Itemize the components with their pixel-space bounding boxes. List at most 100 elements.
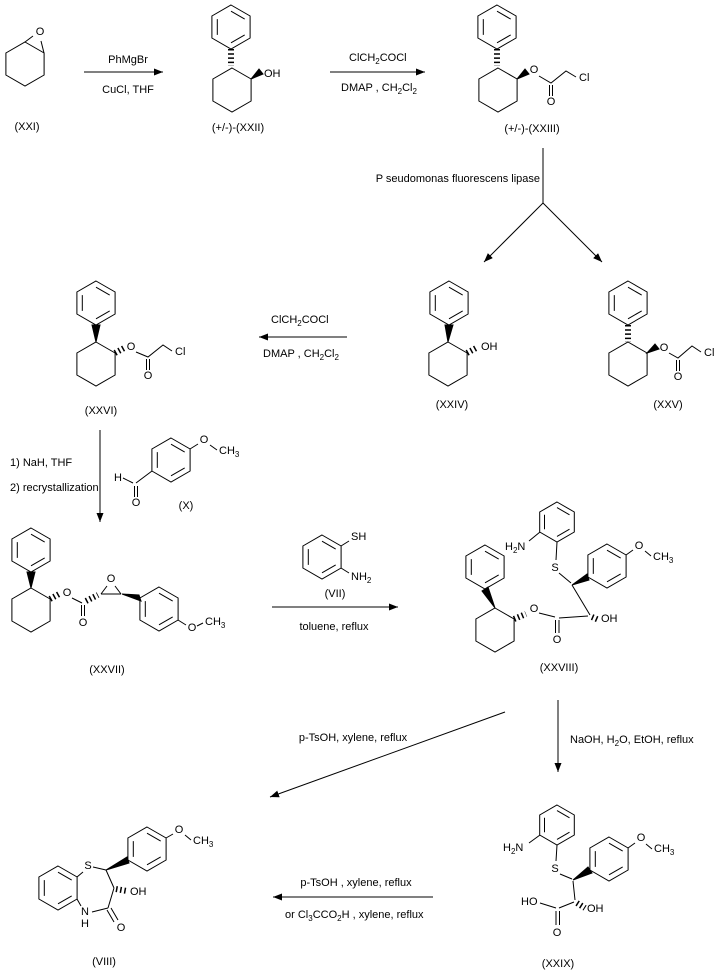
structure-xxv: O O Cl (XXV) xyxy=(608,280,714,411)
compound-label-vii: (VII) xyxy=(325,588,346,600)
arrow-cyclization-direct: p-TsOH, xylene, reflux xyxy=(269,711,506,798)
hashed-bond xyxy=(48,590,63,602)
atom-ho: HO xyxy=(521,896,538,908)
atom-o: O xyxy=(63,587,72,599)
aromatic-inner-bonds xyxy=(592,549,621,583)
aromatic-inner-bonds xyxy=(544,810,570,840)
arrow-line-right xyxy=(542,202,603,263)
bonds xyxy=(538,70,577,96)
arrow-hydrolysis: NaOH, H2O, EtOH, reflux xyxy=(554,700,694,772)
atom-ch3: CH3 xyxy=(219,445,240,459)
arrow-acylation-2: ClCH2COCl DMAP , CH2Cl2 xyxy=(259,314,347,362)
aromatic-inner-bonds xyxy=(482,10,511,44)
reagent-nah-2: 2) recrystallization xyxy=(10,482,99,494)
aromatic-inner-bonds xyxy=(81,286,110,320)
atom-o: O xyxy=(635,540,644,552)
bonds xyxy=(122,443,218,497)
bonds xyxy=(76,833,192,923)
atom-o: O xyxy=(36,26,45,38)
atom-o: O xyxy=(530,603,539,615)
aromatic-inner-bonds xyxy=(16,533,45,567)
atom-o: O xyxy=(674,371,683,383)
bonds xyxy=(528,531,652,633)
hashed-bond xyxy=(575,900,587,911)
atom-s: S xyxy=(551,562,558,574)
atom-o: O xyxy=(188,622,197,634)
wedge-bond xyxy=(250,68,264,80)
compound-label-xxv: (XXV) xyxy=(653,399,682,411)
reagent-grignard: PhMgBr xyxy=(108,54,148,66)
atom-cl: Cl xyxy=(579,72,589,84)
atom-o: O xyxy=(530,64,539,76)
structure-viii: S N H O OH O CH3 (VIII) xyxy=(38,824,214,968)
atom-ch3: CH3 xyxy=(205,616,226,630)
compound-label-xxii: (+/-)-(XXII) xyxy=(212,122,264,134)
atom-h2n: H2N xyxy=(505,541,525,555)
ring xyxy=(76,341,116,387)
structure-xxi: O (XXI) xyxy=(5,26,45,133)
atom-oh: OH xyxy=(601,613,618,625)
reagent-acyl: ClCH2COCl xyxy=(271,314,329,328)
aromatic-inner-bonds xyxy=(613,286,642,320)
hashed-bond xyxy=(115,886,128,894)
arrow-line-left xyxy=(483,202,544,263)
atom-ch3: CH3 xyxy=(653,551,674,565)
ring xyxy=(5,41,45,87)
aromatic-inner-bonds xyxy=(132,832,161,866)
arrow-thiol-addition: toluene, reflux xyxy=(272,603,398,633)
atom-o: O xyxy=(132,497,141,509)
atom-oh: OH xyxy=(481,341,498,353)
atom-ch3: CH3 xyxy=(193,835,214,849)
atom-s: S xyxy=(84,860,91,872)
reagent-nah-1: 1) NaH, THF xyxy=(10,457,72,469)
wedge-bond xyxy=(572,866,593,881)
atom-h: H xyxy=(114,472,122,484)
aromatic-inner-bonds xyxy=(216,10,245,44)
reagent-lipase: P seudomonas fluorescens lipase xyxy=(376,173,540,185)
arrow-lipase-split: P seudomonas fluorescens lipase xyxy=(376,148,603,263)
reagent-toluene: toluene, reflux xyxy=(299,621,369,633)
reagent-dmap: DMAP , CH2Cl2 xyxy=(263,348,339,362)
bonds xyxy=(668,345,702,371)
reagent-naoh: NaOH, H2O, EtOH, reflux xyxy=(570,734,694,748)
bonds xyxy=(71,585,122,616)
compound-label-xxvii: (XXVII) xyxy=(89,664,124,676)
wedge-bond xyxy=(516,68,530,80)
atom-o: O xyxy=(107,573,116,585)
atom-o: O xyxy=(127,341,136,353)
aromatic-inner-bonds xyxy=(544,507,570,537)
bonds xyxy=(177,619,204,627)
wedge-bond xyxy=(571,573,590,586)
hashed-bond xyxy=(512,611,528,622)
hashed-bond xyxy=(84,592,100,604)
hashed-bond xyxy=(465,344,480,356)
bonds xyxy=(135,344,173,370)
structure-vii: SH NH2 (VII) xyxy=(302,531,372,600)
structure-xxiv: OH (XXIV) xyxy=(428,280,498,411)
bonds xyxy=(340,540,350,574)
atom-o: O xyxy=(117,922,126,934)
aromatic-inner-bonds xyxy=(470,550,499,584)
ring xyxy=(428,341,468,387)
compound-label-x: (X) xyxy=(179,500,194,512)
reagent-dmap: DMAP , CH2Cl2 xyxy=(341,82,417,96)
atom-h: H xyxy=(81,918,89,930)
atom-o: O xyxy=(553,634,562,646)
compound-label-xxviii: (XXVIII) xyxy=(540,662,579,674)
atom-oh: OH xyxy=(264,68,281,80)
reagent-ptsoh-bottom: p-TsOH , xylene, reflux xyxy=(300,877,412,889)
reagent-tca: or Cl3CCO2H , xylene, reflux xyxy=(285,909,424,923)
arrow-cyclization-acid: p-TsOH , xylene, reflux or Cl3CCO2H , xy… xyxy=(273,877,433,923)
aromatic-inner-bonds xyxy=(144,592,173,626)
reagent-grignard-cond: CuCl, THF xyxy=(102,84,154,96)
compound-label-xxvi: (XXVI) xyxy=(85,405,117,417)
aromatic-inner-bonds xyxy=(594,842,623,876)
structure-xxii: OH (+/-)-(XXII) xyxy=(211,4,281,134)
atom-o: O xyxy=(553,927,562,939)
wedge-bond xyxy=(121,593,142,602)
atom-nh2: NH2 xyxy=(351,571,372,585)
compound-label-xxi: (XXI) xyxy=(14,121,39,133)
atom-h2n: H2N xyxy=(503,842,523,856)
